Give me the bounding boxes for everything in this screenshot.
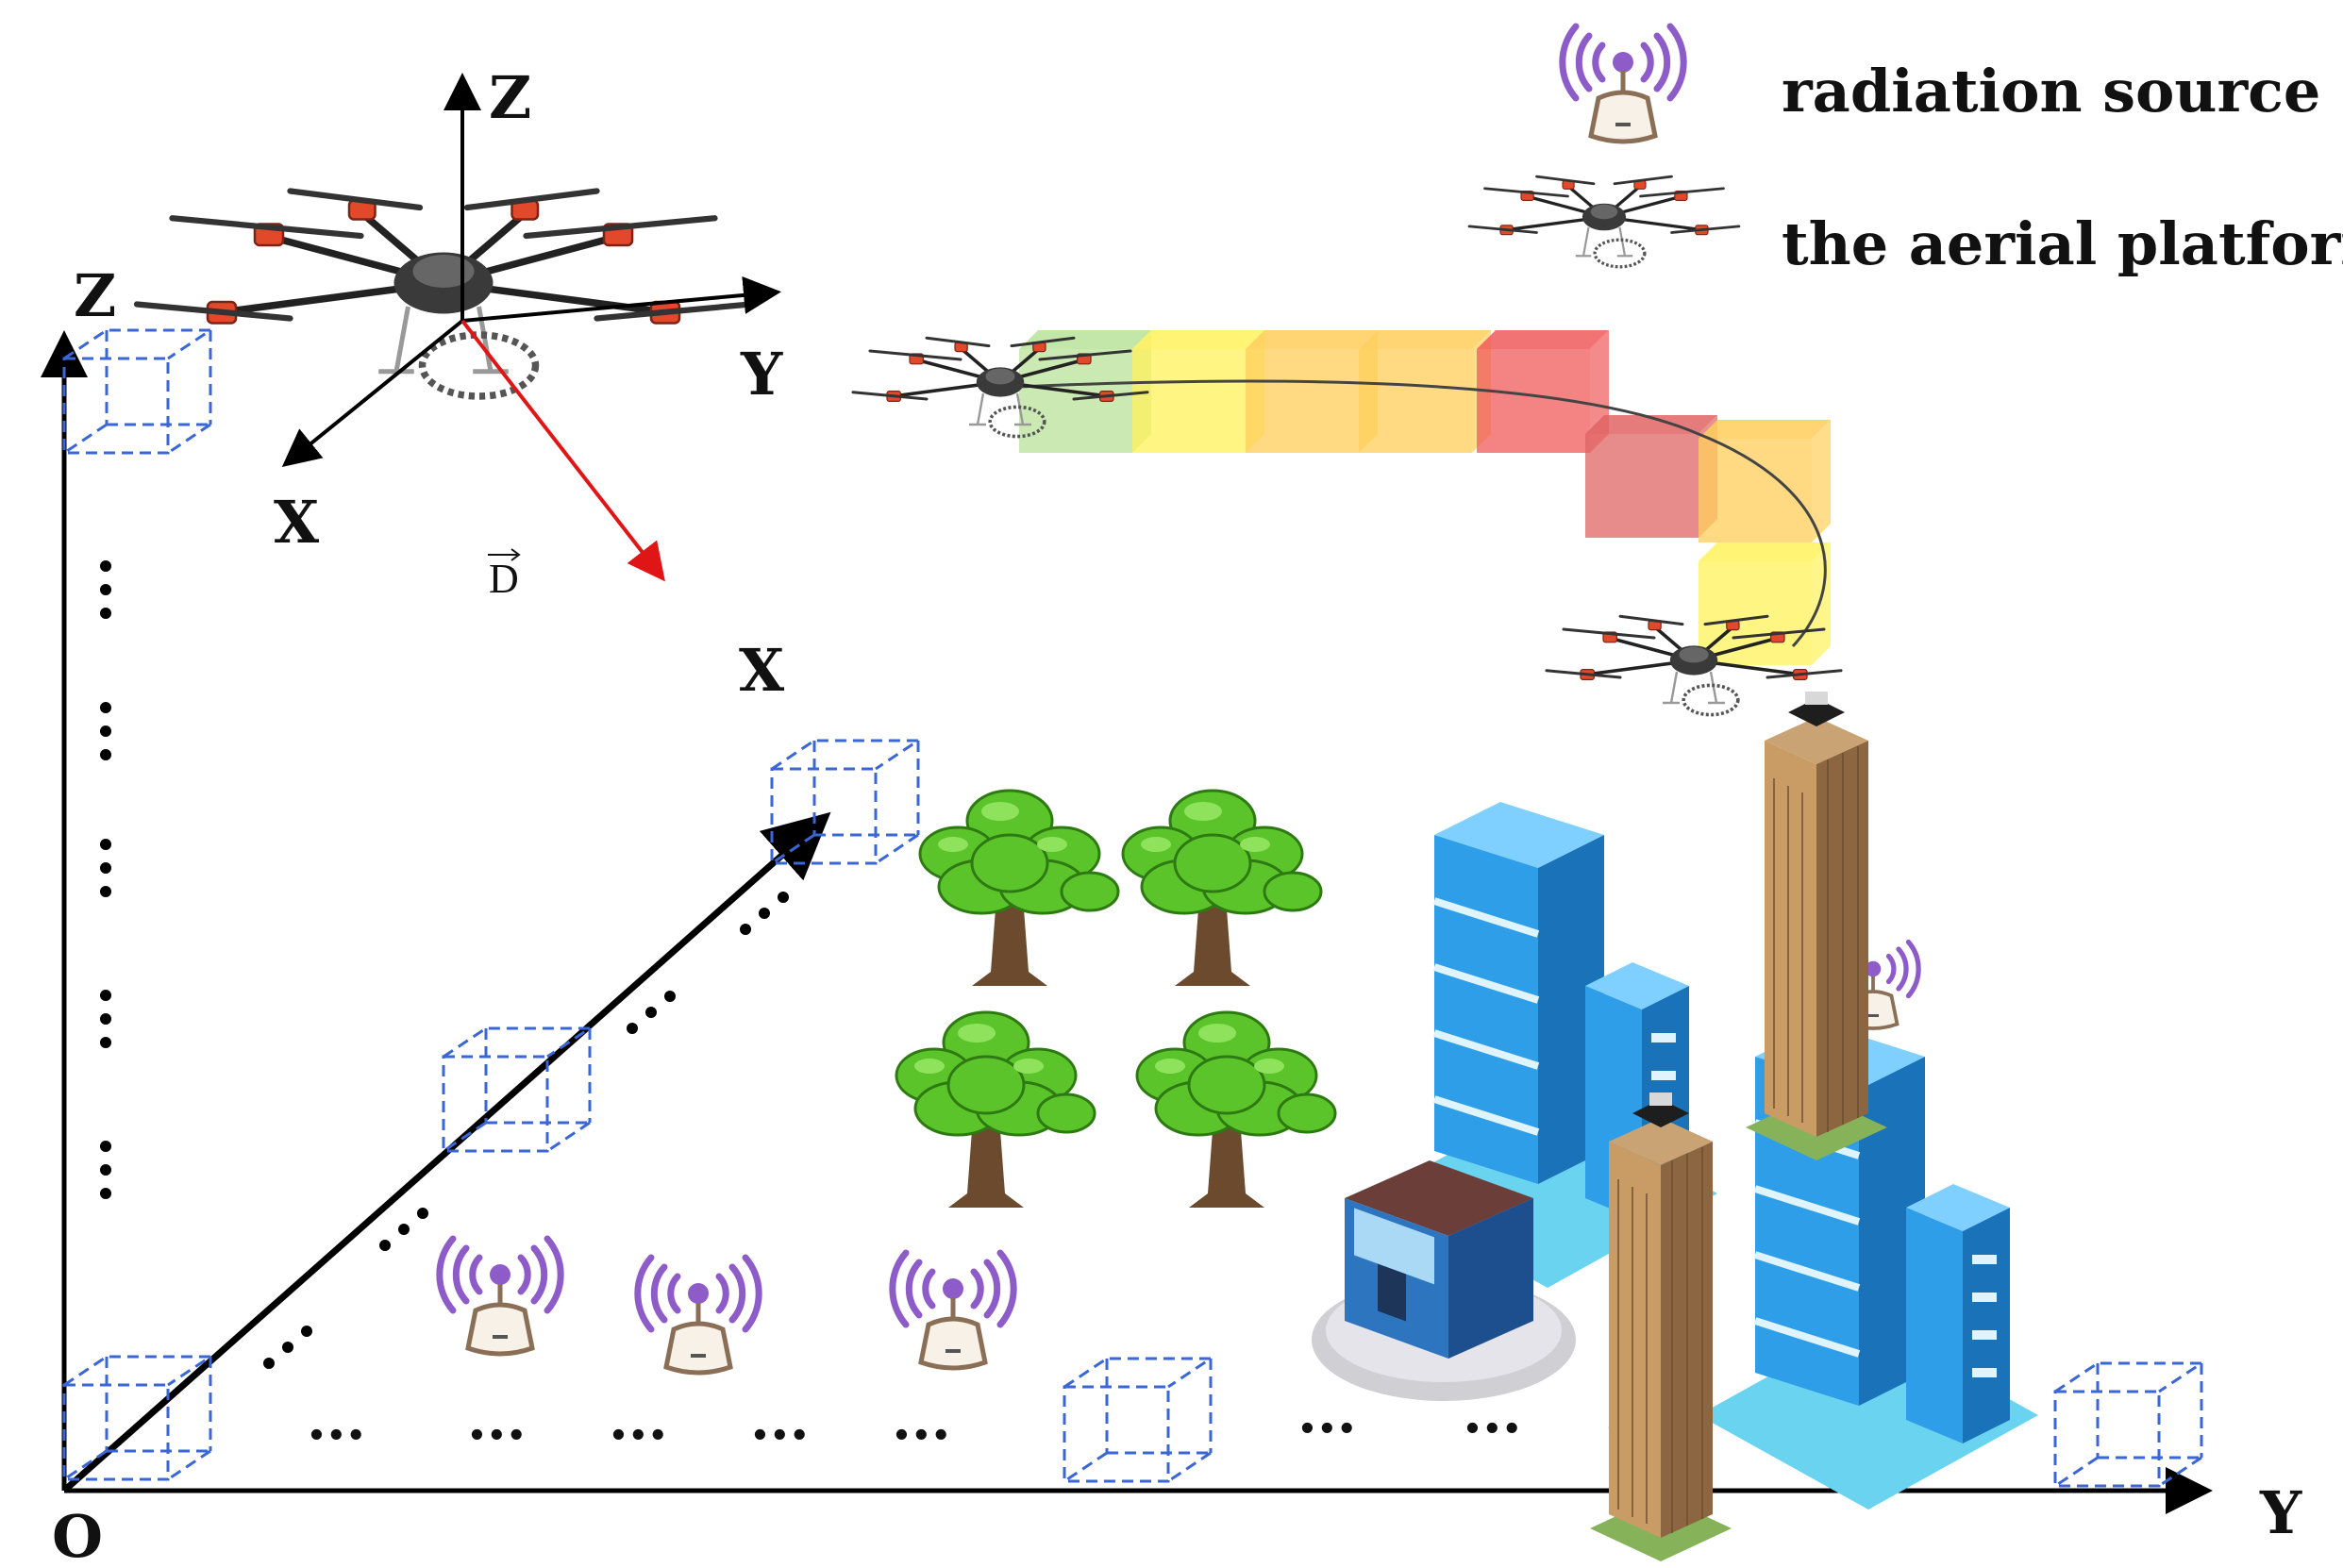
skyscraper-icon — [1589, 1092, 1732, 1562]
dashed-cube-icon — [2053, 1361, 2203, 1488]
hexacopter-drone-icon — [1545, 614, 1843, 717]
ellipsis: ... — [892, 1387, 951, 1453]
flight-path — [1018, 330, 1831, 665]
x-axis-ellipsis — [263, 892, 789, 1369]
drone-y-axis-label: Y — [740, 340, 783, 409]
radio-transmitter-icon — [440, 1239, 561, 1354]
direction-vector-label: D — [489, 556, 519, 602]
dashed-cube-icon — [62, 328, 212, 455]
hexacopter-drone-icon — [137, 192, 750, 397]
tree-icon — [918, 789, 1120, 988]
dashed-cube-icon — [62, 1355, 212, 1481]
dashed-cube-icon — [1063, 1357, 1213, 1483]
ellipsis: ... — [307, 1387, 366, 1453]
radio-transmitter-icon — [893, 1253, 1013, 1368]
ellipsis: ... — [750, 1387, 810, 1453]
legend-radiation-source: radiation source — [1782, 57, 2320, 125]
main-x-axis-label: X — [739, 636, 785, 705]
path-cell-yellow — [1132, 330, 1264, 453]
ellipsis: ... — [467, 1387, 527, 1453]
tree-icon — [1121, 789, 1323, 988]
vector-arrow-icon — [488, 548, 521, 561]
ellipsis: ... — [609, 1387, 668, 1453]
drone-x-axis-label: X — [274, 488, 320, 557]
ellipsis: ... — [1297, 1380, 1357, 1446]
legend: radiation source the aerial platform — [1467, 26, 2343, 278]
path-cell-orange — [1359, 330, 1491, 453]
radio-transmitter-icon — [638, 1258, 759, 1373]
origin-label: O — [52, 1502, 103, 1568]
z-axis-ellipsis — [100, 560, 111, 1199]
main-z-axis-label: Z — [74, 261, 116, 330]
drone-local-axes — [281, 73, 781, 582]
path-cell-yellow — [1699, 542, 1831, 665]
main-y-axis-label: Y — [2259, 1478, 2302, 1547]
legend-aerial-platform: the aerial platform — [1782, 209, 2343, 278]
tree-icon — [1135, 1010, 1337, 1209]
path-cell-orange — [1246, 330, 1378, 453]
path-cell-orange — [1699, 420, 1831, 542]
skyscraper-icon — [1745, 691, 1888, 1161]
radio-transmitter-icon — [1563, 26, 1683, 142]
tree-icon — [895, 1010, 1096, 1209]
hexacopter-drone-icon — [1467, 175, 1741, 269]
drone-z-axis-label: Z — [489, 63, 531, 132]
